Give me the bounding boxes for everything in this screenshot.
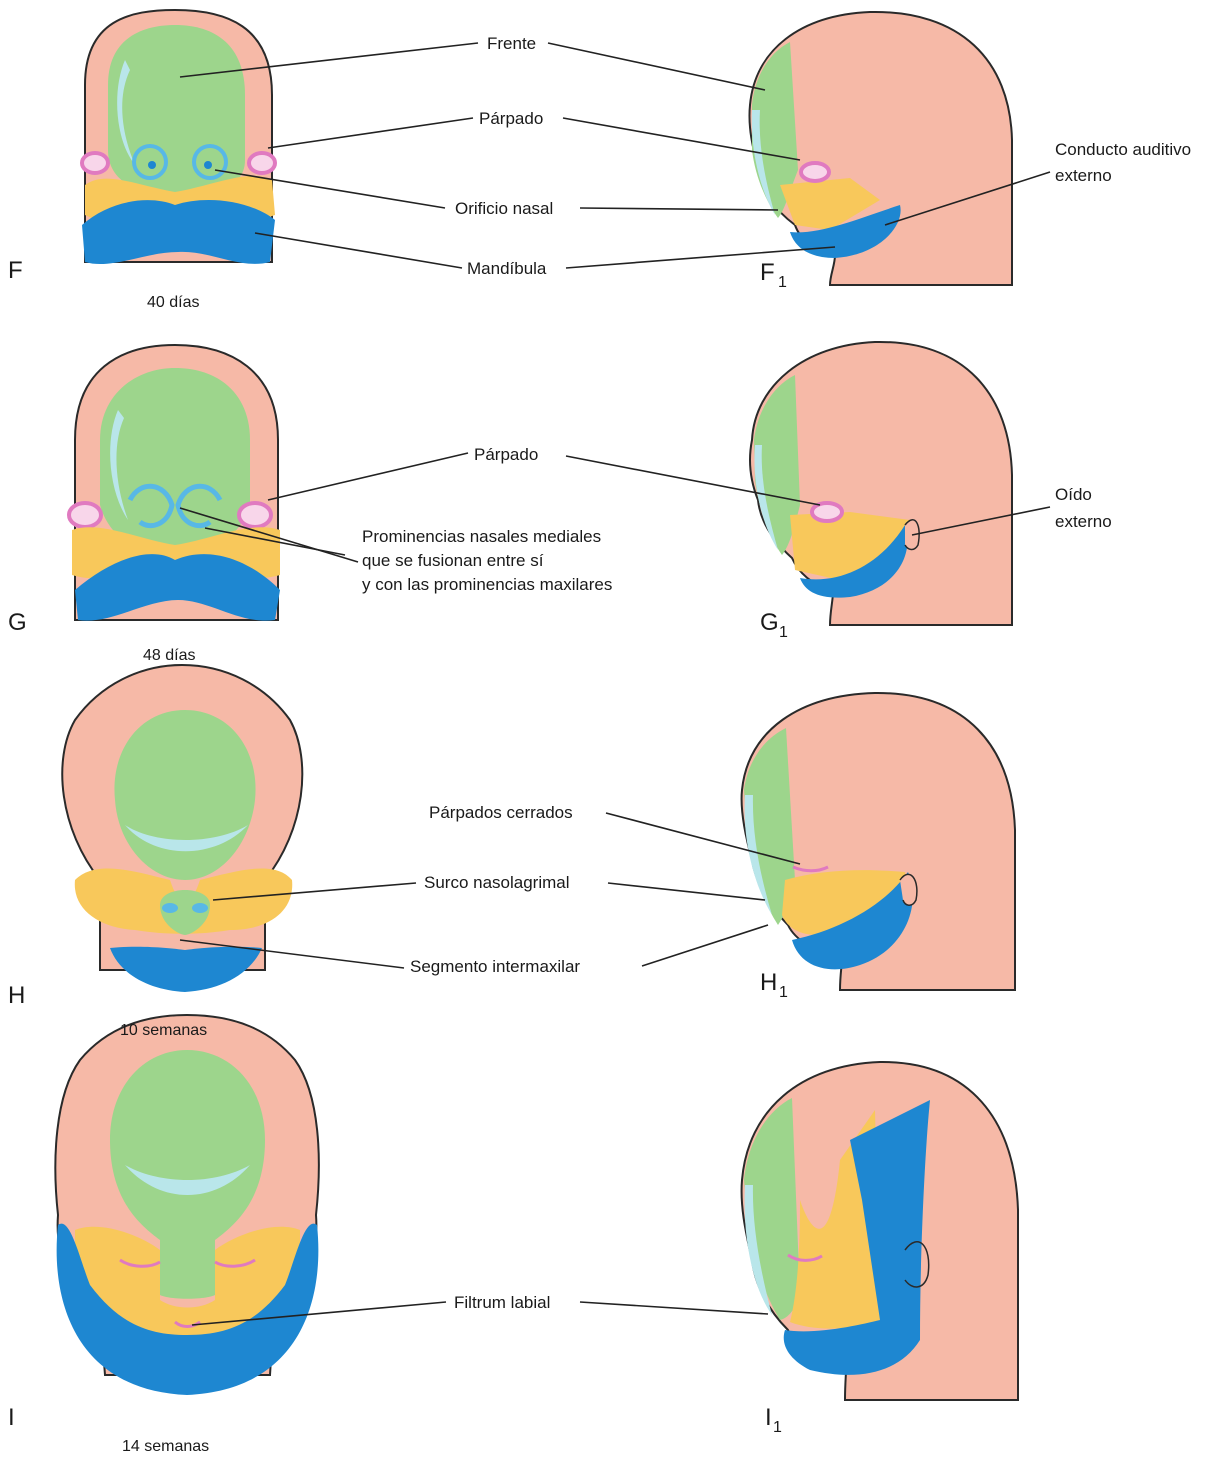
side-view-h1 (742, 693, 1015, 990)
label-mandibula: Mandíbula (467, 259, 547, 278)
panel-letter-i: I (8, 1404, 15, 1431)
frontal-prominence-g (100, 368, 250, 555)
label-oido-1: Oído (1055, 485, 1092, 504)
label-parpado-g: Párpado (474, 445, 538, 464)
panel-letter-f1: F (760, 259, 775, 286)
label-prominencias-1: Prominencias nasales mediales (362, 527, 601, 546)
eye-right-f (249, 153, 275, 173)
panel-sub-i1: 1 (773, 1419, 782, 1436)
panel-letter-i1: I (765, 1404, 772, 1431)
label-filtrum: Filtrum labial (454, 1293, 550, 1312)
age-h: 10 semanas (120, 1022, 207, 1039)
label-prominencias-2: que se fusionan entre sí (362, 551, 544, 570)
front-view-h (62, 665, 302, 992)
label-conducto-2: externo (1055, 166, 1112, 185)
front-view-g (69, 345, 280, 621)
panel-letter-h1: H (760, 969, 777, 996)
panel-letter-h: H (8, 982, 25, 1009)
label-conducto-1: Conducto auditivo (1055, 140, 1191, 159)
panel-sub-g1: 1 (779, 624, 788, 641)
eye-f1 (801, 163, 829, 181)
age-g: 48 días (143, 647, 195, 664)
age-f: 40 días (147, 294, 199, 311)
label-frente: Frente (487, 34, 536, 53)
label-prominencias-3: y con las prominencias maxilares (362, 575, 612, 594)
side-view-i1 (742, 1062, 1018, 1400)
panel-letter-g: G (8, 609, 27, 636)
eye-left-f (82, 153, 108, 173)
front-view-i (55, 1015, 318, 1395)
label-parpados-cerrados: Párpados cerrados (429, 803, 573, 822)
ear-h1 (900, 874, 917, 905)
panel-sub-h1: 1 (779, 984, 788, 1001)
mandible-h (110, 947, 262, 992)
eye-right-g (239, 503, 271, 527)
label-oido-2: externo (1055, 512, 1112, 531)
eye-g1 (812, 503, 842, 521)
panel-letter-g1: G (760, 609, 779, 636)
side-view-f1 (749, 12, 1012, 285)
panel-letter-f: F (8, 257, 23, 284)
age-i: 14 semanas (122, 1438, 209, 1455)
eye-left-g (69, 503, 101, 527)
side-view-g1 (750, 342, 1012, 625)
label-segmento: Segmento intermaxilar (410, 957, 580, 976)
front-view-f (82, 10, 275, 264)
label-parpado-f: Párpado (479, 109, 543, 128)
label-surco: Surco nasolagrimal (424, 873, 570, 892)
label-orificio-nasal: Orificio nasal (455, 199, 553, 218)
panel-sub-f1: 1 (778, 274, 787, 291)
